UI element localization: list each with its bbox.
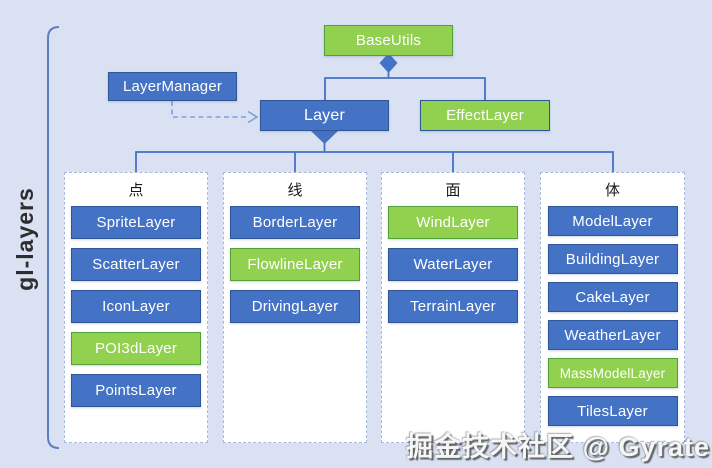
node-windlayer: WindLayer [388, 206, 518, 239]
column-surface: 面 WindLayer WaterLayer TerrainLayer [381, 172, 525, 443]
column-surface-header: 面 [445, 182, 461, 199]
arrowhead-icon [247, 110, 259, 124]
node-pointslayer: PointsLayer [71, 374, 201, 407]
node-spritelayer: SpriteLayer [71, 206, 201, 239]
node-layer: Layer [260, 100, 389, 131]
node-effectlayer: EffectLayer [420, 100, 550, 131]
column-line: 线 BorderLayer FlowlineLayer DrivingLayer [223, 172, 367, 443]
node-buildinglayer: BuildingLayer [547, 244, 678, 274]
column-point: 点 SpriteLayer ScatterLayer IconLayer POI… [64, 172, 208, 443]
column-point-header: 点 [128, 182, 144, 199]
node-baseutils: BaseUtils [324, 25, 453, 56]
node-modellayer: ModelLayer [547, 206, 678, 236]
inheritance-triangle-icon [311, 131, 338, 144]
column-volume-header: 体 [604, 182, 620, 199]
node-tileslayer: TilesLayer [547, 396, 678, 426]
node-terrainlayer: TerrainLayer [388, 290, 518, 323]
column-line-header: 线 [287, 182, 303, 199]
node-weatherlayer: WeatherLayer [547, 320, 678, 350]
column-volume: 体 ModelLayer BuildingLayer CakeLayer Wea… [540, 172, 685, 443]
gl-layers-bracket [47, 26, 60, 449]
node-drivinglayer: DrivingLayer [230, 290, 360, 323]
watermark: 掘金技术社区 @ Gyrate [406, 432, 710, 462]
node-flowlinelayer: FlowlineLayer [230, 248, 360, 281]
dashed-dependency-arrow [171, 101, 249, 118]
node-iconlayer: IconLayer [71, 290, 201, 323]
node-poi3dlayer: POI3dLayer [71, 332, 201, 365]
node-massmodellayer: MassModelLayer [547, 358, 678, 388]
node-cakelayer: CakeLayer [547, 282, 678, 312]
group-label-gl-layers: gl-layers [12, 187, 38, 291]
aggregation-diamond-icon [379, 53, 398, 73]
node-waterlayer: WaterLayer [388, 248, 518, 281]
node-layermanager: LayerManager [108, 72, 237, 101]
node-scatterlayer: ScatterLayer [71, 248, 201, 281]
node-borderlayer: BorderLayer [230, 206, 360, 239]
